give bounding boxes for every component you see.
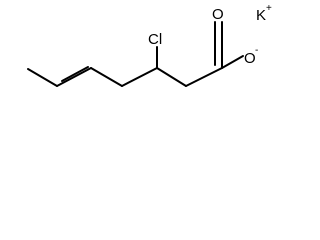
- potassium-positive-charge: +: [266, 3, 272, 14]
- bond-c8-c7: [27, 68, 58, 87]
- carboxylate-negative-charge: -: [255, 45, 258, 56]
- bond-c3-c2: [185, 67, 223, 87]
- bond-c2-o-single: [221, 55, 244, 69]
- potassium-counterion-label: K: [256, 7, 266, 24]
- bond-c7-c6-double-inner: [61, 66, 89, 82]
- skeletal-structure-diagram: Cl O O - K +: [27, 3, 272, 87]
- bond-c5-c4: [121, 67, 158, 87]
- bond-c4-c3: [156, 67, 187, 87]
- carboxylate-oxygen-label: O: [244, 50, 256, 67]
- bond-c6-c5: [90, 67, 123, 87]
- bond-c7-c6-double-outer: [56, 67, 92, 87]
- carbonyl-oxygen-label: O: [212, 6, 224, 23]
- chlorine-atom-label: Cl: [148, 31, 162, 48]
